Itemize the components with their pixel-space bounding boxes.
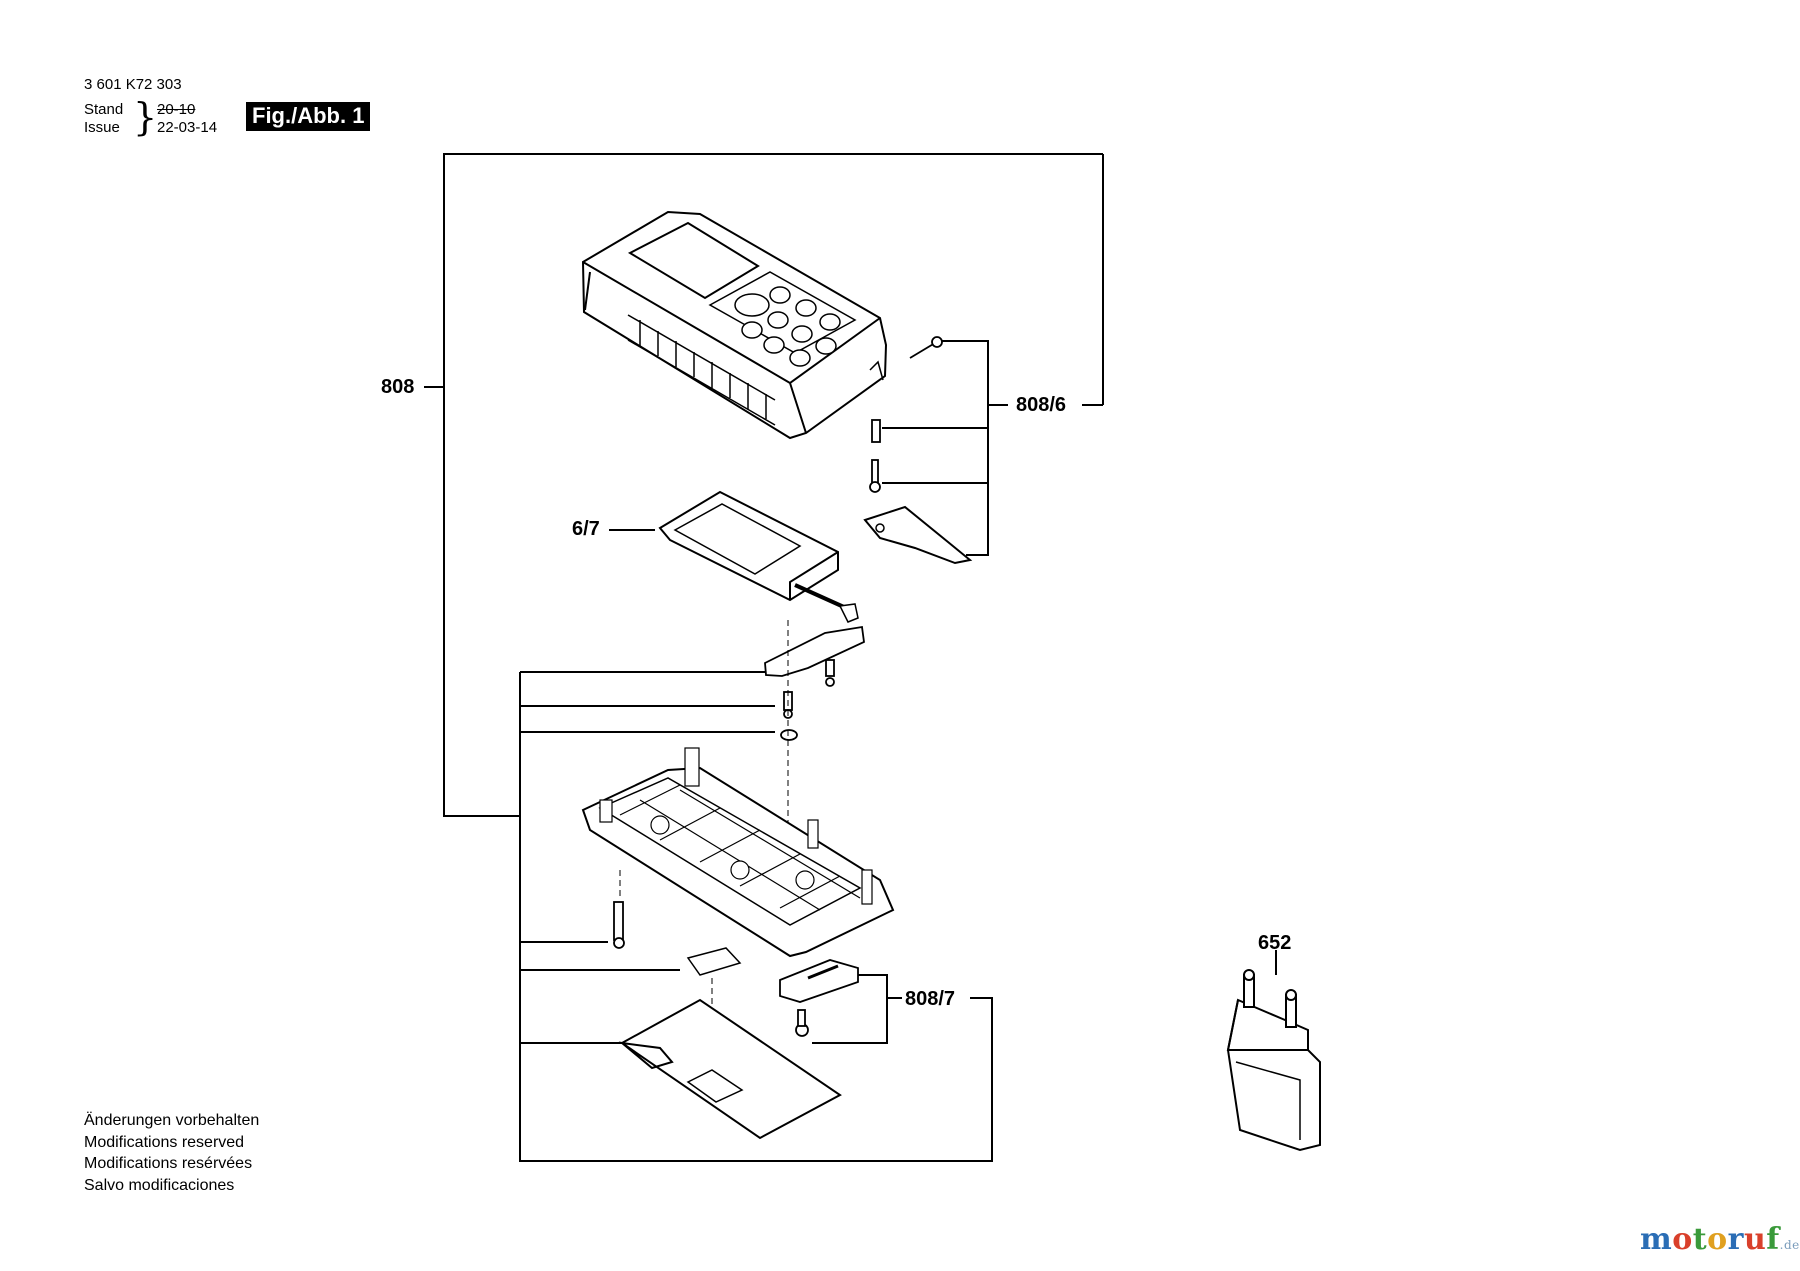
screw-top [869,336,943,493]
screw-long [613,901,625,949]
brand-letter: m [1640,1222,1673,1257]
base-plate [581,747,895,958]
brand-letter: o [1672,1222,1693,1257]
brace-icon: } [133,95,158,139]
brand-letter: u [1743,1222,1767,1257]
part-label-808: 808 [381,376,415,398]
label-sticker [686,947,742,976]
brand-logo: motoruf.de [1640,1222,1800,1257]
part-label-808-7: 808/7 [905,988,956,1010]
notice-line-es: Salvo modificaciones [84,1176,235,1194]
brand-name: motoruf [1640,1222,1780,1257]
issue-label: Issue [84,119,120,136]
brand-letter: f [1766,1222,1780,1257]
bracket-lower-group [519,672,993,1162]
contact-plate [764,625,865,741]
battery-pack [658,490,859,623]
brand-letter: t [1692,1222,1708,1257]
laser-rangefinder-housing [581,210,888,440]
belt-clip [863,505,973,565]
part-label-6-7: 6/7 [572,518,600,540]
stand-label: Stand [84,101,124,118]
brand-letter: r [1727,1222,1744,1257]
part-number: 3 601 K72 303 [84,76,182,93]
part-label-652: 652 [1258,932,1292,954]
notice-line-en: Modifications reserved [84,1133,245,1151]
usb-charger [1226,969,1321,1152]
brand-letter: o [1707,1222,1728,1257]
part-label-808-6: 808/6 [1016,394,1067,416]
cover-foil [618,998,842,1140]
clip-bracket-808-7 [779,959,859,1037]
stand-date: 20-10 [157,101,196,118]
bracket-808-7 [812,974,888,1044]
modifications-notice: Änderungen vorbehalten Modifications res… [84,1110,259,1196]
figure-label: Fig./Abb. 1 [246,102,371,131]
notice-line-fr: Modifications resérvées [84,1155,253,1172]
issue-date: 22-03-14 [157,119,218,136]
brand-suffix: .de [1779,1238,1800,1252]
bracket-808-6 [942,340,989,556]
bracket-808 [443,153,1103,817]
notice-line-de: Änderungen vorbehalten [84,1112,260,1129]
